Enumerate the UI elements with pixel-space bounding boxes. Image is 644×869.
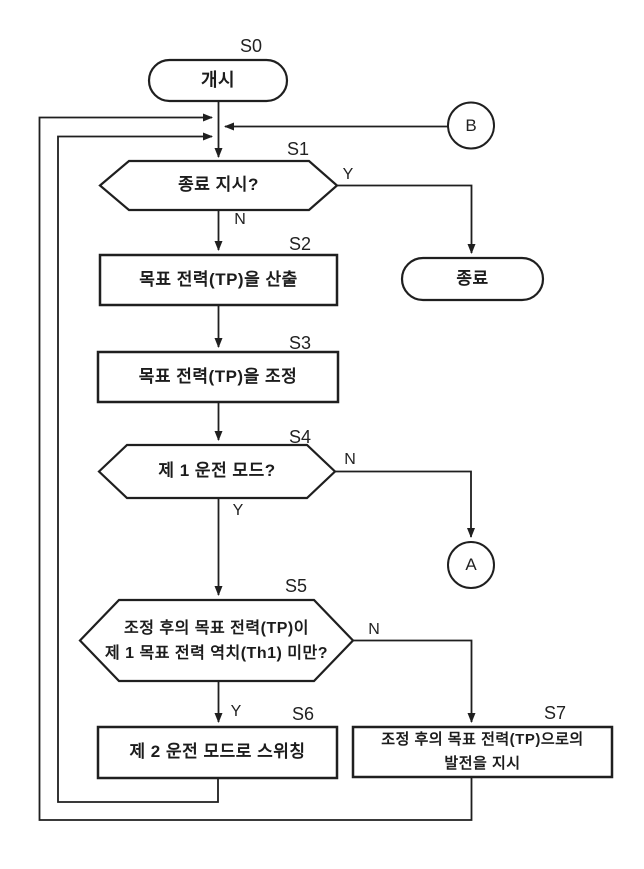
edge-s6-return-loop	[57, 132, 219, 803]
edge-s1-yes-to-end	[337, 184, 476, 254]
end-terminator-shape	[400, 256, 545, 302]
decision-s5-shape	[78, 598, 355, 683]
step-tag-s7: S7	[543, 702, 567, 723]
end-terminator-label: 종료	[456, 268, 489, 288]
process-s7-label: 조정 후의 목표 전력(TP)으로의 발전을 지시	[353, 727, 612, 777]
process-s3-shape	[96, 350, 340, 404]
decision-s5-label-line2: 제 1 목표 전력 역치(Th1) 미만?	[105, 644, 328, 662]
step-tag-s1: S1	[286, 138, 310, 159]
decision-s5-label: 조정 후의 목표 전력(TP)이 제 1 목표 전력 역치(Th1) 미만?	[80, 600, 353, 681]
step-tag-s5: S5	[284, 575, 308, 596]
process-s7-label-line2: 발전을 지시	[444, 755, 521, 772]
step-tag-s0: S0	[239, 35, 263, 56]
process-s3-label: 목표 전력(TP)을 조정	[138, 366, 298, 386]
connector-a-shape	[447, 541, 495, 589]
step-tag-s2: S2	[288, 233, 312, 254]
process-s7-label-line1: 조정 후의 목표 전력(TP)으로의	[381, 731, 584, 748]
branch-s1-yes: Y	[342, 166, 354, 183]
start-terminator-shape	[147, 58, 289, 103]
edge-s7-return-loop	[38, 113, 473, 821]
step-tag-s6: S6	[291, 703, 315, 724]
decision-s1-label: 종료 지시?	[178, 175, 259, 195]
branch-s5-yes: Y	[230, 703, 242, 720]
decision-s4-shape	[97, 443, 337, 500]
decision-s1-shape	[98, 159, 339, 212]
branch-s5-no: N	[368, 621, 380, 638]
process-s2-label: 목표 전력(TP)을 산출	[139, 269, 298, 289]
step-tag-s3: S3	[288, 332, 312, 353]
connector-a-label: A	[465, 555, 477, 574]
decision-s5-label-line1: 조정 후의 목표 전력(TP)이	[124, 619, 309, 637]
process-s7-shape	[351, 725, 614, 779]
connector-b-label: B	[465, 116, 477, 135]
branch-s4-yes: Y	[232, 502, 244, 519]
edge-s5-no-to-s7	[353, 639, 476, 723]
step-tag-s4: S4	[288, 426, 312, 447]
process-s2-shape	[98, 253, 339, 307]
process-s6-label: 제 2 운전 모드로 스위칭	[129, 742, 306, 762]
branch-s4-no: N	[344, 451, 356, 468]
process-s6-shape	[96, 725, 339, 780]
decision-s4-label: 제 1 운전 모드?	[158, 461, 276, 481]
connector-b-shape	[447, 101, 495, 150]
start-terminator-label: 개시	[200, 69, 236, 90]
edge-s4-no-to-a	[335, 470, 475, 538]
branch-s1-no: N	[234, 211, 246, 228]
